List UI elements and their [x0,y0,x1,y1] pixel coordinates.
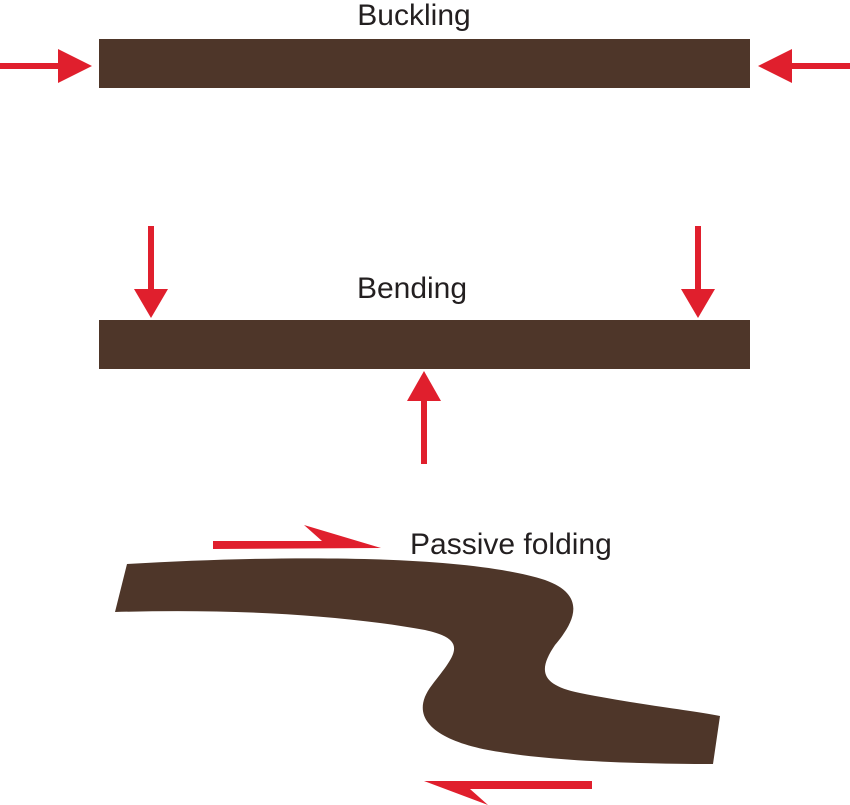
buckling-layer [99,39,750,88]
bending-center-up-arrow [407,371,441,464]
passive-folding-layer [115,558,720,764]
bending-left-down-arrow [134,226,168,318]
buckling-panel: Buckling [0,0,850,88]
passive-folding-top-shear-arrow [213,525,381,549]
bending-label: Bending [357,272,467,305]
passive-folding-label: Passive folding [410,528,612,561]
bending-panel: Bending [99,226,750,464]
buckling-label: Buckling [357,0,470,32]
passive-folding-panel: Passive folding [115,525,720,805]
bending-layer [99,320,750,369]
buckling-right-arrow [758,49,850,83]
buckling-left-arrow [0,49,92,83]
bending-right-down-arrow [681,226,715,318]
passive-folding-bottom-shear-arrow [424,781,592,805]
